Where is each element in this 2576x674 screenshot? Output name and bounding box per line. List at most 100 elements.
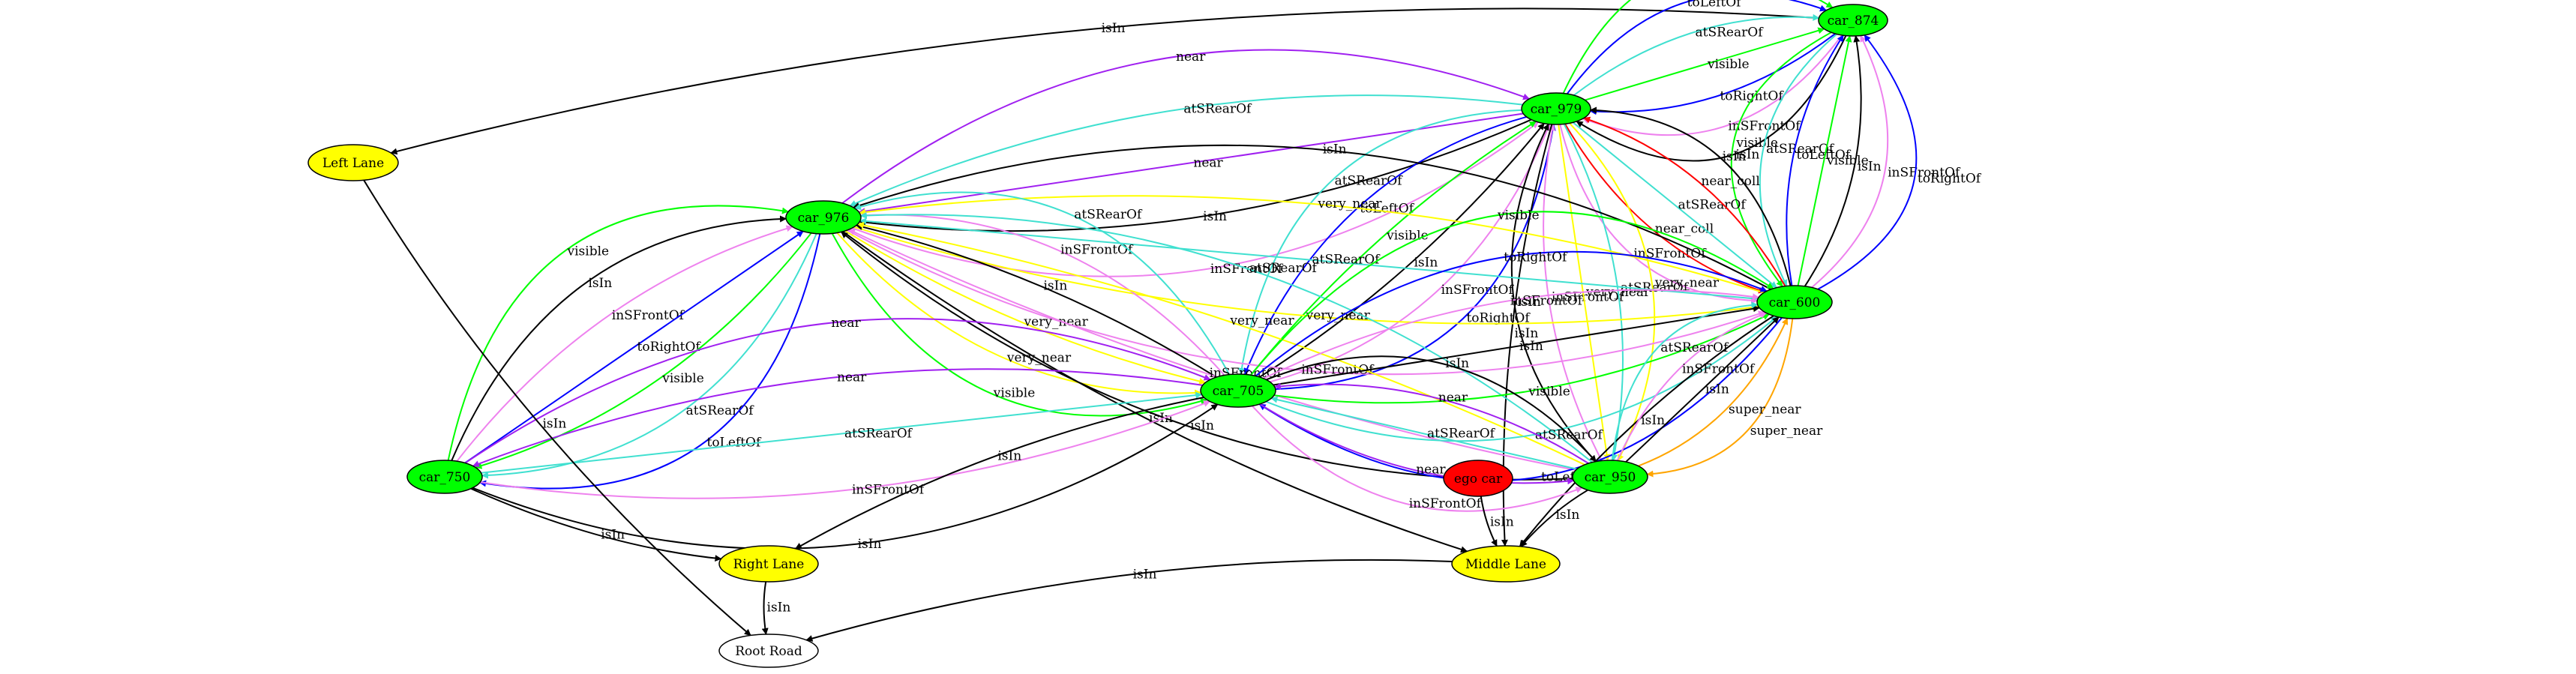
edge-label: visible (1707, 57, 1750, 72)
node-label: car_750 (419, 470, 471, 485)
node-car-750: car_750 (406, 460, 483, 494)
node-shape (785, 200, 862, 235)
edge-car_600-car_874: inSFrontOf (1811, 34, 1961, 289)
edge-line (472, 368, 1203, 467)
edge-line (1569, 122, 1656, 462)
edge-label: inSFrontOf (1682, 361, 1756, 376)
edge-line (1582, 34, 1843, 136)
node-shape (1200, 373, 1276, 408)
node-shape (1572, 460, 1648, 494)
edge-line (481, 233, 817, 479)
edge-car_979-car_874: visible (1562, 0, 1834, 94)
edge-line (1273, 313, 1770, 404)
edge-line (1811, 34, 1889, 289)
edge-car_705-car_750: near (472, 368, 1203, 467)
edge-line (1275, 124, 1556, 391)
edge-car_705-car_979: toRightOf (1275, 124, 1556, 391)
edge-label: near (1193, 155, 1223, 170)
edge-car_750-car_705: atSRearOf (481, 391, 1203, 474)
edge-line (1250, 211, 1774, 376)
edge-label: isIn (601, 528, 625, 543)
edge-label: inSFrontOf (612, 308, 685, 323)
edge-label: isIn (1705, 382, 1729, 397)
edge-label: atSRearOf (1183, 102, 1252, 117)
node-shape (1756, 285, 1833, 319)
edge-line (1786, 34, 1844, 286)
node-car-979: car_979 (1521, 92, 1591, 125)
edge-car_950-car_600: inSFrontOf (1616, 312, 1768, 461)
edge-car_705-car_600: isIn (1273, 305, 1760, 386)
edge-car_600-car_874: isIn (1804, 35, 1882, 287)
edge-line (1646, 318, 1794, 478)
edge-car_750-car_705: near (464, 316, 1211, 464)
edge-line (1266, 355, 1597, 463)
edge-car_705-car_976: isIn (855, 223, 1217, 378)
node-label: ego car (1454, 472, 1503, 487)
edge-car_600-car_976: very_near (859, 195, 1765, 294)
edge-car_979-car_874: visible (1585, 27, 1825, 101)
edge-label: inSFrontOf (1728, 118, 1801, 133)
edge-car_950-middle_lane: isIn (1520, 489, 1588, 547)
edge-line (1585, 27, 1825, 101)
node-ego-car: ego car (1443, 460, 1513, 497)
edge-line (1563, 123, 1624, 461)
edge-label: atSRearOf (1335, 173, 1404, 188)
edge-label: near (1416, 463, 1446, 478)
edge-label: near (837, 370, 867, 385)
node-middle-lane: Middle Lane (1451, 545, 1561, 583)
edge-label: toLeftOf (1687, 0, 1742, 10)
edge-label: isIn (1043, 279, 1067, 294)
edge-label: super_near (1750, 424, 1823, 439)
edge-car_950-car_976: atSRearOf (859, 211, 1593, 463)
edge-car_705-car_950: inSFrontOf (1252, 405, 1583, 512)
edge-line (1589, 106, 1792, 286)
edge-car_600-car_874: visible (1797, 35, 1869, 286)
edge-label: inSFrontOf (1060, 242, 1134, 257)
edge-line (1572, 121, 1777, 289)
edge-car_976-car_750: atSRearOf (481, 233, 817, 479)
edge-line (1562, 0, 1834, 94)
edge-label: atSRearOf (1312, 253, 1381, 268)
node-car-950: car_950 (1572, 460, 1648, 494)
edge-car_705-car_600: visible (1250, 208, 1774, 376)
edge-line (1258, 317, 1783, 482)
edge-line (1573, 13, 1820, 96)
node-car-874: car_874 (1818, 4, 1888, 37)
edge-label: isIn (1149, 411, 1173, 426)
edge-label: isIn (1519, 339, 1543, 354)
edge-label: isIn (767, 600, 791, 615)
edge-label: isIn (543, 416, 567, 431)
edge-line (1252, 405, 1583, 512)
edge-line (1638, 317, 1789, 467)
edge-line (859, 211, 1225, 376)
edge-line (795, 397, 1204, 550)
edge-line (805, 559, 1453, 642)
edge-car_979-car_874: toLeftOf (1566, 0, 1828, 94)
edge-label: isIn (1490, 515, 1514, 530)
edge-line (1480, 496, 1498, 547)
edge-line (855, 223, 1217, 378)
edge-label: isIn (1203, 209, 1227, 224)
edge-line (1625, 316, 1780, 463)
edge-line (470, 487, 722, 562)
edge-line (854, 191, 1231, 376)
edge-car_750-car_705: inSFrontOf (480, 400, 1211, 499)
edge-line (856, 222, 1585, 466)
node-shape (1521, 92, 1591, 125)
edge-label: atSRearOf (1678, 198, 1747, 213)
edge-label: very_near (1654, 276, 1720, 291)
edge-line (842, 231, 1468, 553)
edge-car_705-car_950: isIn (1266, 355, 1597, 463)
node-right-lane: Right Lane (718, 545, 819, 583)
edge-label: isIn (858, 537, 882, 552)
edge-line (479, 233, 821, 490)
node-shape (406, 460, 483, 494)
node-shape (1443, 460, 1513, 497)
edge-label: inSFrontOf (1633, 247, 1707, 262)
edge-car_874-car_600: visible (1730, 31, 1832, 287)
edge-line (761, 581, 769, 635)
edge-line (1616, 312, 1768, 461)
edge-car_750-car_976: inSFrontOf (456, 225, 793, 462)
edge-label: inSFrontOf (1409, 496, 1483, 511)
